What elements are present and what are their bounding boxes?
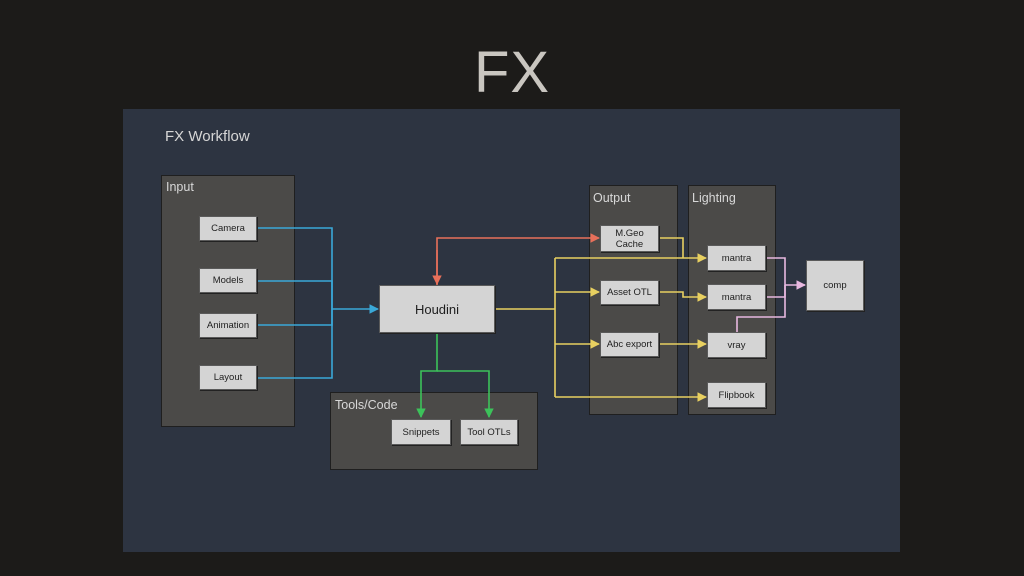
vray-node[interactable]: vray bbox=[707, 332, 766, 358]
camera-node[interactable]: Camera bbox=[199, 216, 257, 241]
models-node[interactable]: Models bbox=[199, 268, 257, 293]
snippets-node[interactable]: Snippets bbox=[391, 419, 451, 445]
comp-node[interactable]: comp bbox=[806, 260, 864, 311]
output-group-label: Output bbox=[593, 191, 631, 205]
lighting-to-comp-wires bbox=[736, 257, 806, 333]
houdini-node[interactable]: Houdini bbox=[379, 285, 495, 333]
mantra-node-2[interactable]: mantra bbox=[707, 284, 766, 310]
animation-node[interactable]: Animation bbox=[199, 313, 257, 338]
tool-otls-node[interactable]: Tool OTLs bbox=[460, 419, 518, 445]
flipbook-node[interactable]: Flipbook bbox=[707, 382, 766, 408]
input-to-houdini-wires bbox=[256, 227, 379, 379]
abc-export-node[interactable]: Abc export bbox=[600, 332, 659, 357]
slide-title: FX bbox=[473, 40, 551, 105]
tools-group-label: Tools/Code bbox=[335, 398, 398, 412]
lighting-group-label: Lighting bbox=[692, 191, 736, 205]
houdini-to-cache-wire bbox=[436, 233, 600, 285]
mgeo-cache-node[interactable]: M.Geo Cache bbox=[600, 225, 659, 252]
input-group-label: Input bbox=[166, 180, 194, 194]
layout-node[interactable]: Layout bbox=[199, 365, 257, 390]
mantra-node-1[interactable]: mantra bbox=[707, 245, 766, 271]
houdini-to-output-wires bbox=[494, 237, 707, 402]
diagram-title: FX Workflow bbox=[165, 128, 250, 145]
asset-otl-node[interactable]: Asset OTL bbox=[600, 280, 659, 305]
houdini-to-tools-wires bbox=[416, 332, 494, 418]
